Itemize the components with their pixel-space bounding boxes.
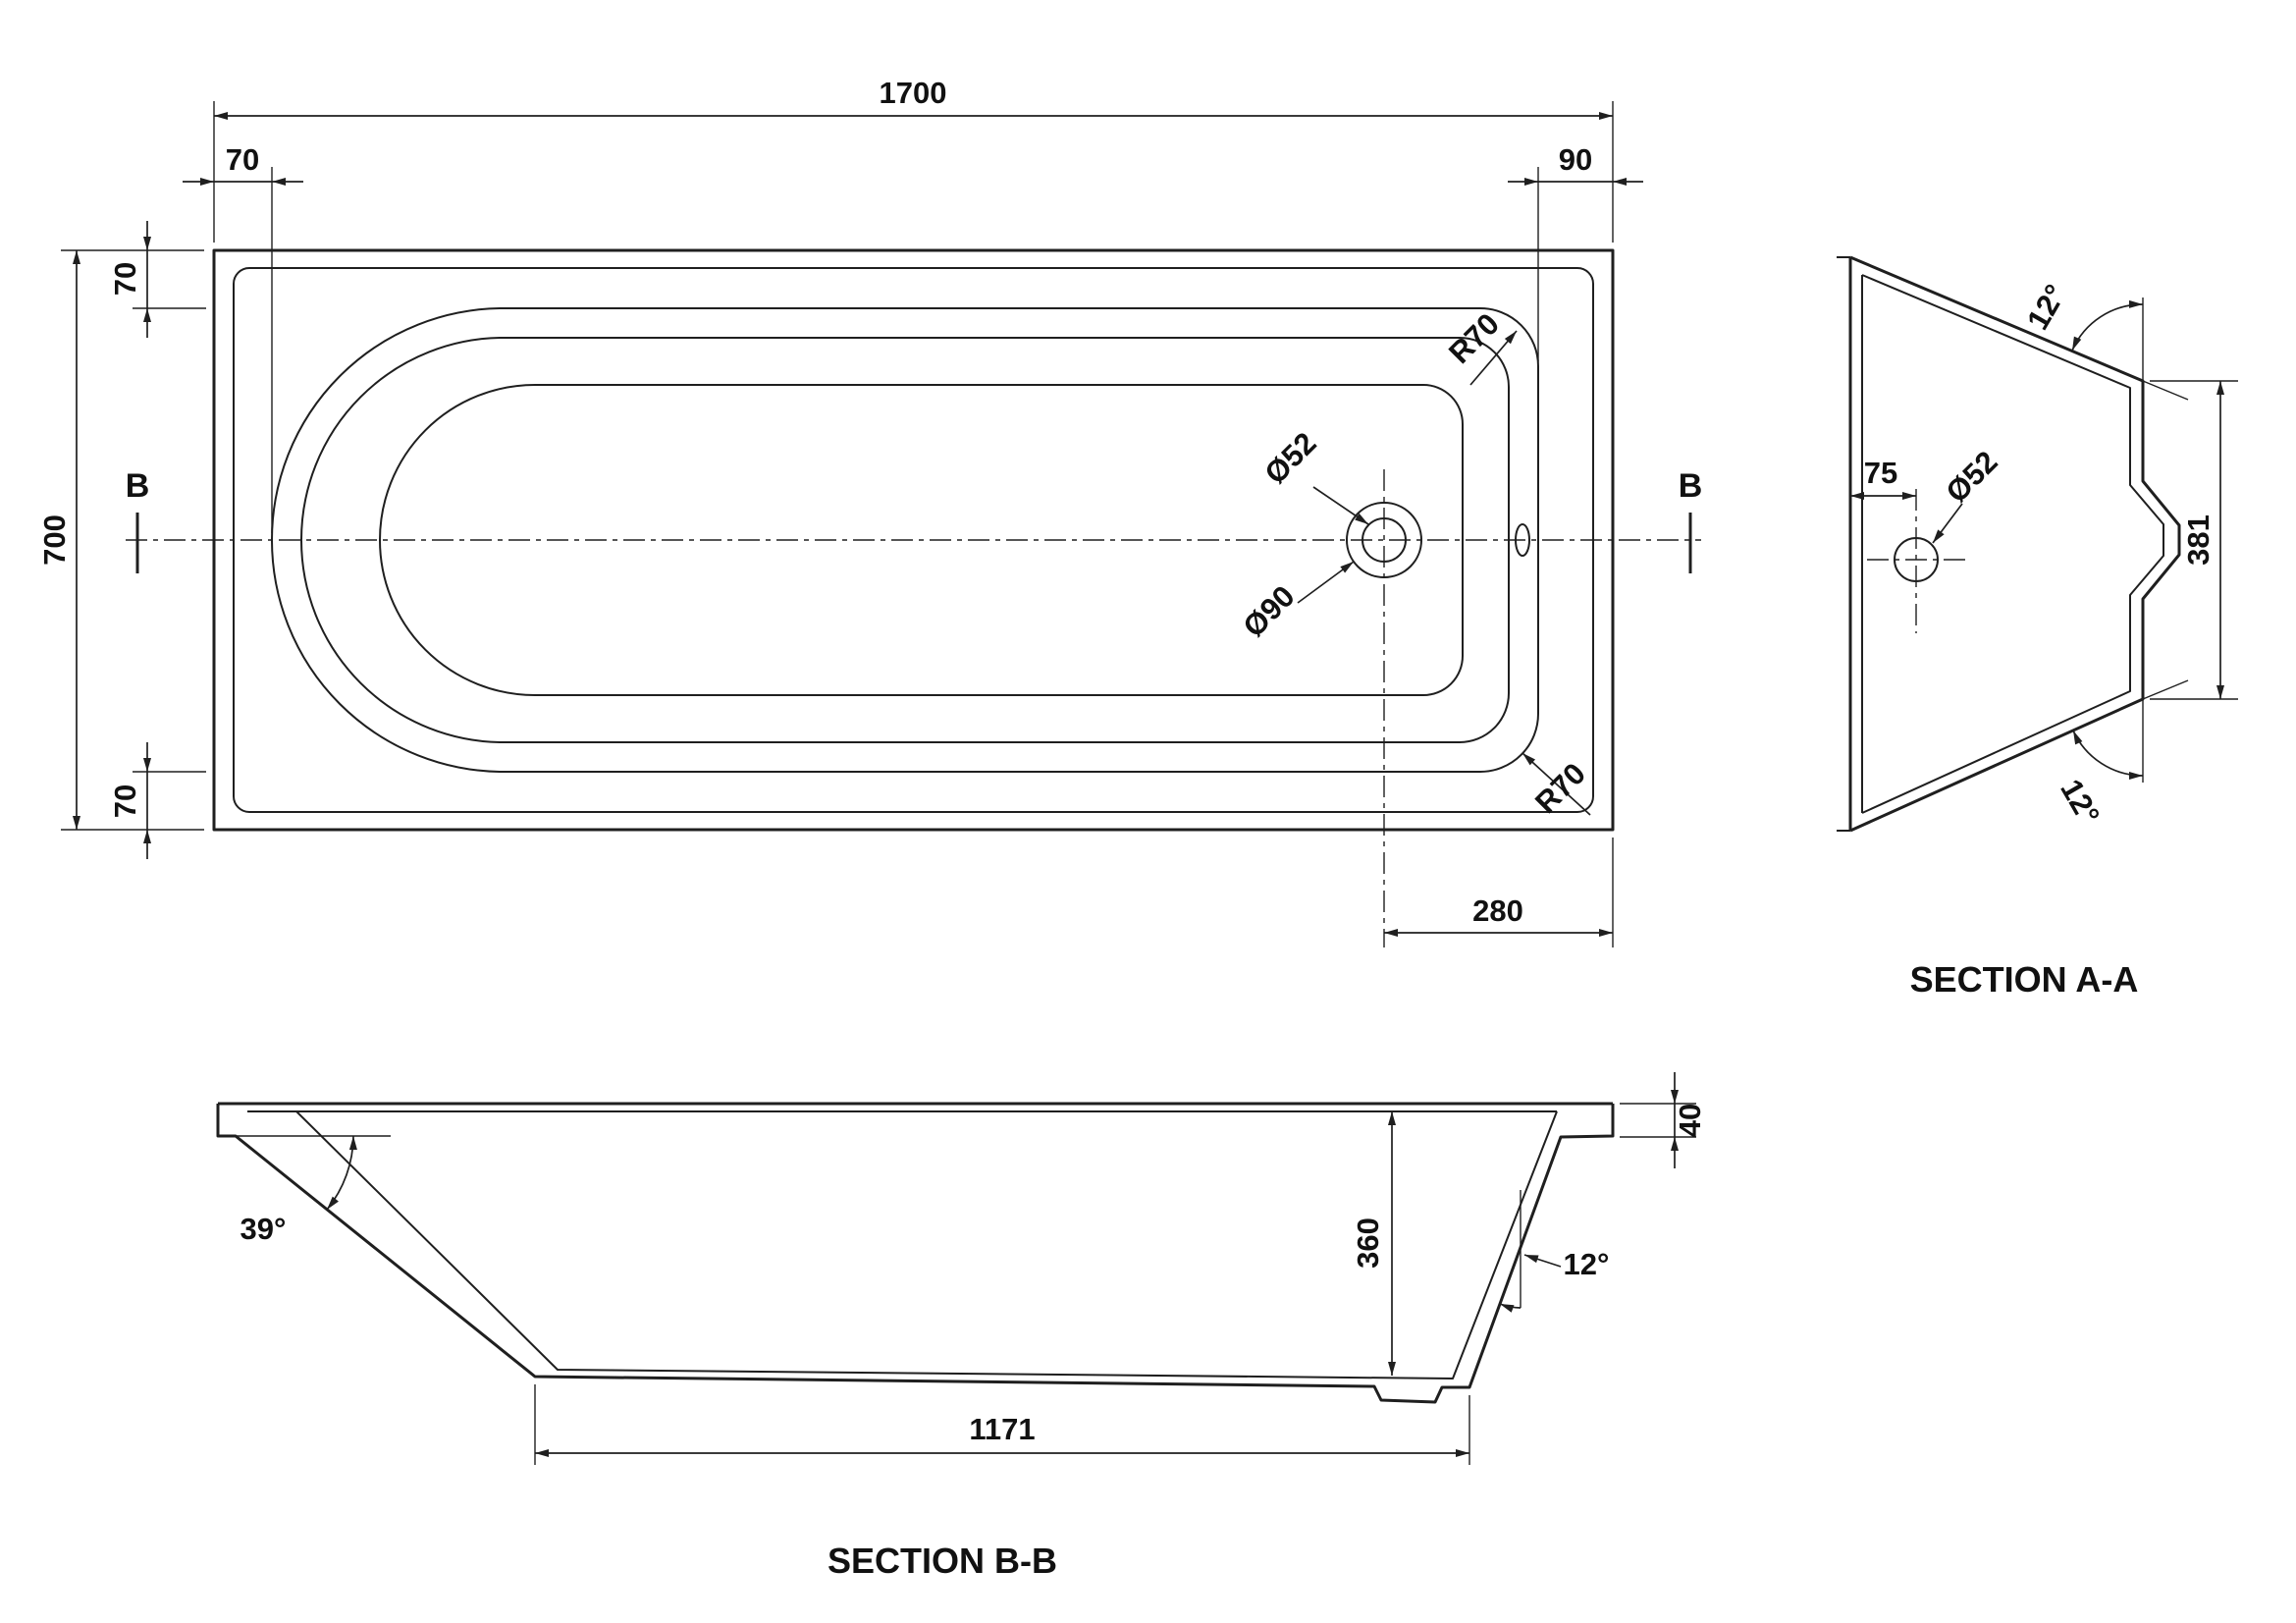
basin-bottom-outline xyxy=(379,384,1464,696)
dim-drain-from-end: 280 xyxy=(1384,838,1614,947)
leader-line xyxy=(1469,330,1518,386)
dim-rim-height: 381 xyxy=(2150,380,2238,700)
dim-text: 70 xyxy=(108,784,142,818)
dim-overall-length: 1700 xyxy=(213,76,1614,243)
dim-rim-bottom: 70 xyxy=(108,742,206,859)
section-marker-left: B xyxy=(126,467,150,505)
section-aa-title: SECTION A-A xyxy=(1910,959,2139,1000)
dim-text: 75 xyxy=(1864,456,1897,490)
leader-line xyxy=(1522,752,1591,816)
angle-arc xyxy=(2072,730,2144,780)
dim-depth: 360 xyxy=(1351,1111,1396,1376)
angle-text: 12° xyxy=(1564,1247,1610,1281)
dim-rim-right: 90 xyxy=(1508,142,1643,361)
dim-rim-drop: 40 xyxy=(1620,1072,1707,1168)
angle-arc xyxy=(326,1135,357,1211)
dim-text: 381 xyxy=(2181,514,2216,566)
dim-text: 70 xyxy=(108,262,142,296)
dim-text: 1700 xyxy=(880,76,947,110)
dim-text: 70 xyxy=(226,142,259,177)
section-marker-right: B xyxy=(1679,467,1703,505)
section-bb-inner-profile xyxy=(247,1110,1558,1380)
angle-foot-callout: 12° xyxy=(1499,1190,1610,1313)
dim-rim-top: 70 xyxy=(108,221,206,338)
basin-mid-outline xyxy=(300,337,1510,743)
section-bb-title: SECTION B-B xyxy=(828,1541,1057,1581)
angle-text: 39° xyxy=(240,1212,287,1246)
dim-base-length: 1171 xyxy=(534,1384,1470,1465)
dim-text: 90 xyxy=(1559,142,1592,177)
dim-overall-width: 700 xyxy=(37,249,204,831)
dim-text: 1171 xyxy=(969,1412,1035,1446)
section-aa-inner-profile xyxy=(1861,274,2164,814)
section-bb-view: 39° 12° 360 40 1171 xyxy=(216,1072,1707,1581)
dim-text: 700 xyxy=(37,514,72,566)
angle-arc xyxy=(2071,299,2144,352)
dim-text: 280 xyxy=(1472,893,1523,928)
angle-head-callout: 39° xyxy=(236,1135,391,1246)
angle-ref-line xyxy=(2142,380,2189,401)
section-aa-outer-profile xyxy=(1849,255,2181,833)
leader-line xyxy=(1312,486,1369,525)
section-bb-outer-profile xyxy=(216,1102,1615,1404)
leader-line xyxy=(1523,1254,1562,1268)
dim-text: 40 xyxy=(1673,1104,1707,1137)
dim-text: 360 xyxy=(1351,1217,1385,1269)
leader-line xyxy=(1297,561,1355,604)
dim-rim-left: 70 xyxy=(183,142,303,533)
angle-arc xyxy=(1499,1303,1522,1313)
leader-line xyxy=(1932,503,1963,544)
dim-drain-offset: 75 xyxy=(1850,456,1916,500)
angle-ref-line xyxy=(2142,679,2189,700)
